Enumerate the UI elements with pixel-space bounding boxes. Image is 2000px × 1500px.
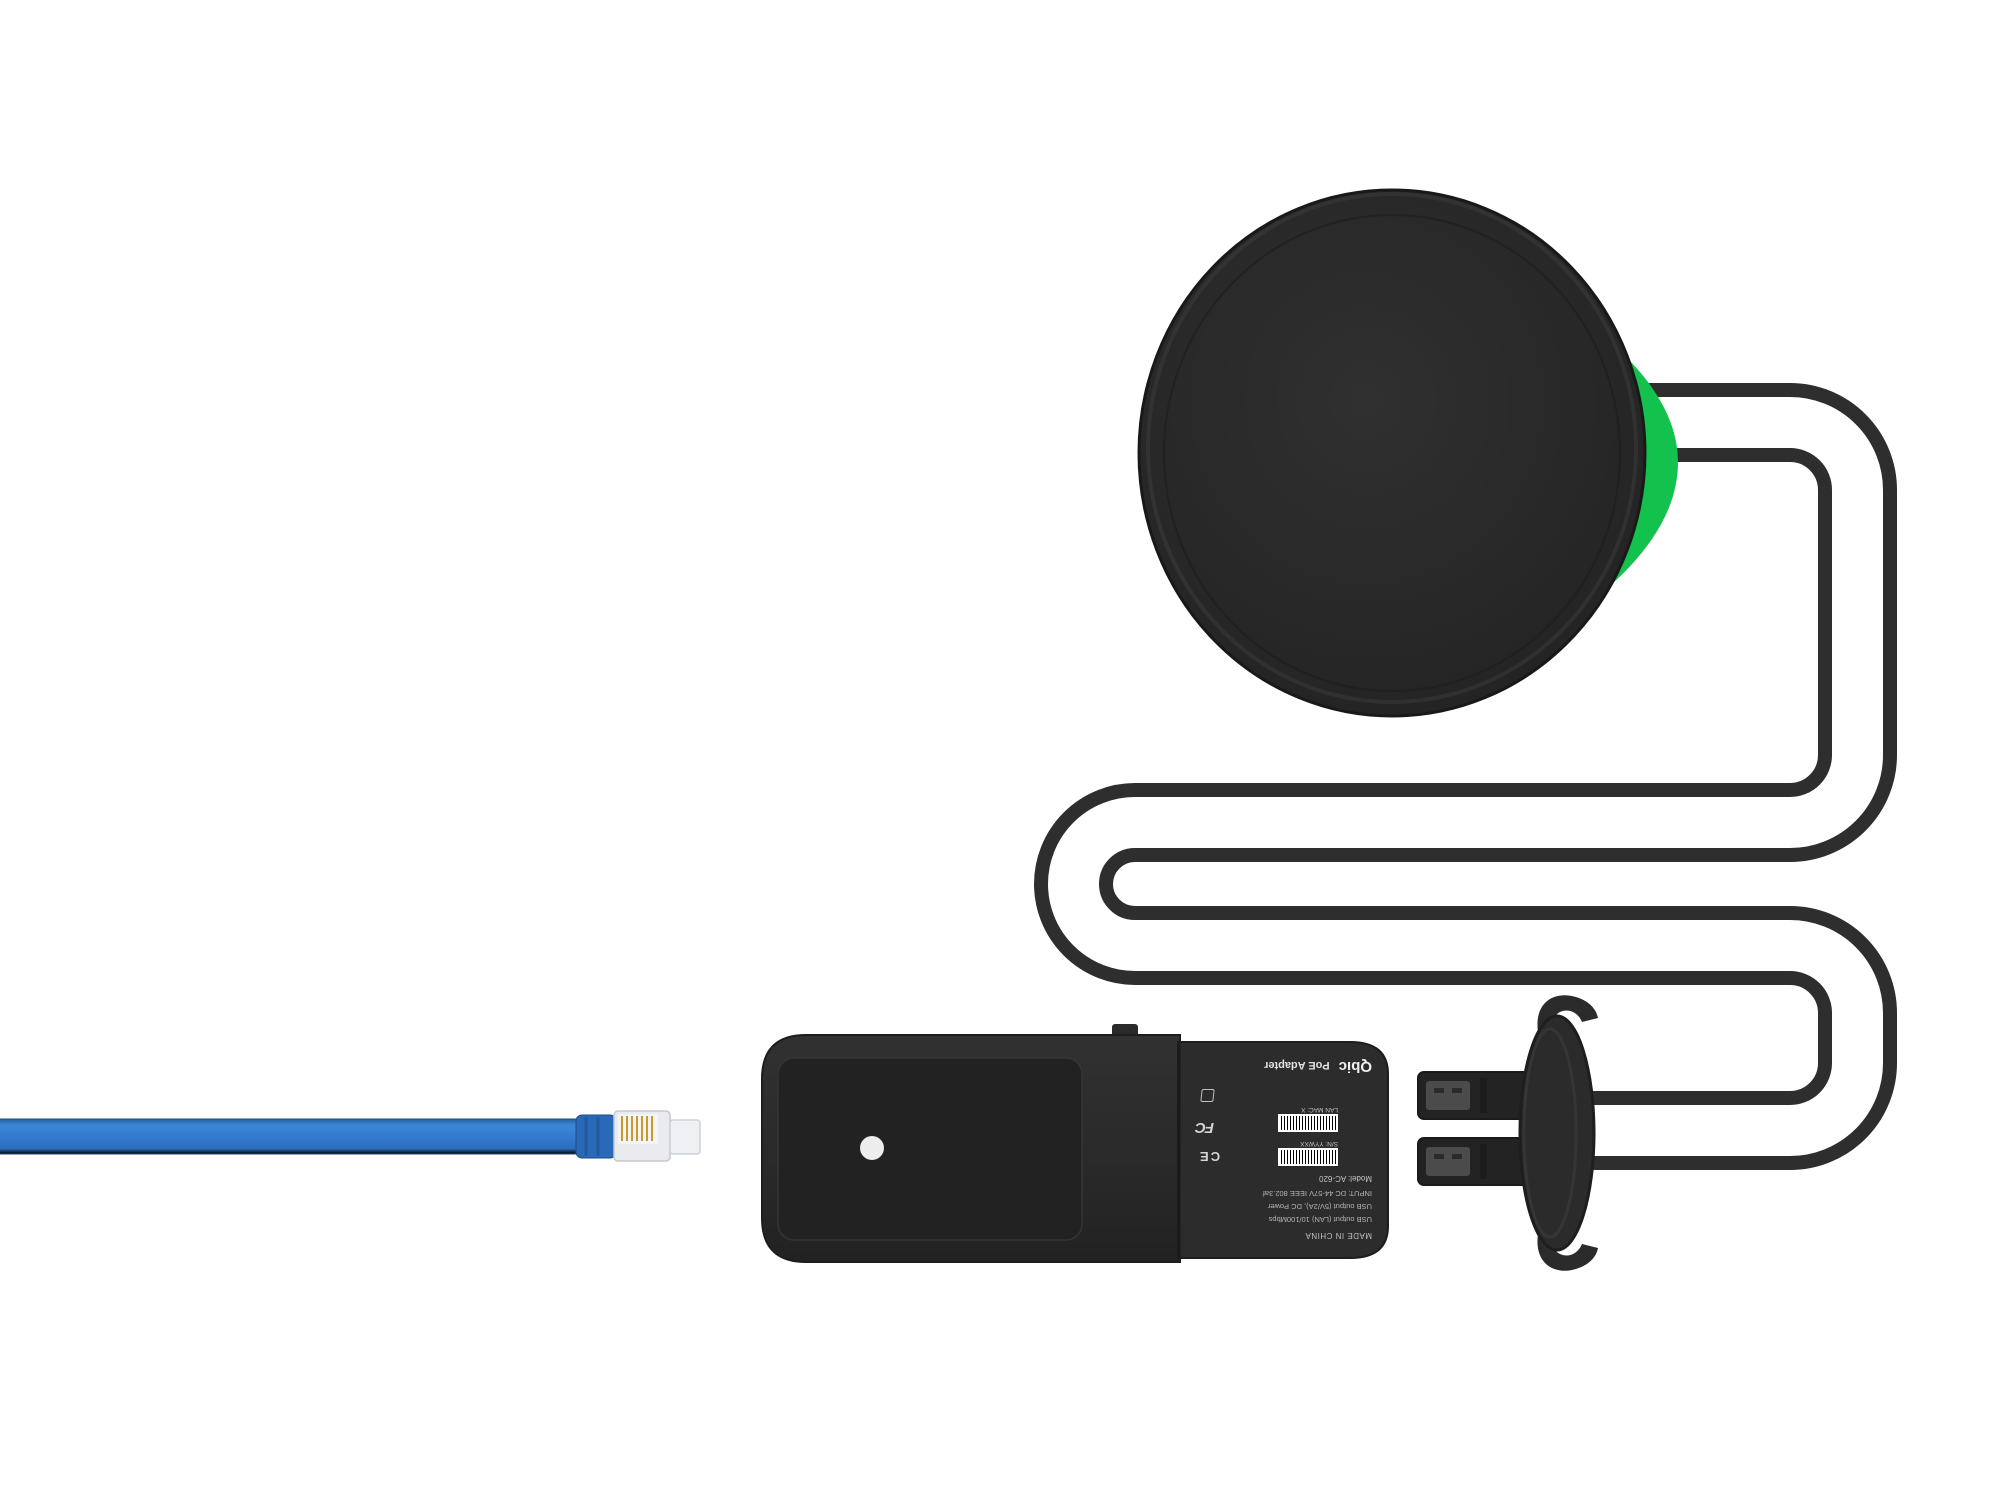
holder-disc: [1518, 1014, 1596, 1252]
mac-barcode: [1278, 1114, 1338, 1132]
mac-block: LAN MAC: X: [1278, 1106, 1338, 1132]
device-top-seam: [1163, 214, 1621, 692]
usb-power-spec-text: USB output (5V/2A), DC Power: [1267, 1202, 1372, 1211]
serial-barcode: [1278, 1148, 1338, 1166]
model-text: Model: AC-620: [1319, 1174, 1372, 1183]
brand-row: Qbic PoE Adapter: [1264, 1058, 1372, 1075]
cable-boot: [575, 1114, 617, 1159]
rj45-pins: [621, 1116, 653, 1141]
product-name: PoE Adapter: [1264, 1059, 1330, 1071]
device-highlight: [1146, 192, 1638, 704]
fcc-mark: FC: [1196, 1119, 1214, 1136]
usb-plug-bottom: [1417, 1137, 1531, 1186]
mac-text: LAN MAC: X: [1301, 1106, 1338, 1113]
brand-logo: Qbic: [1338, 1058, 1372, 1075]
usb-plug-holder: [1417, 995, 1598, 1271]
adapter-label: MADE IN CHINA USB output (LAN) 10/100Mbp…: [1186, 1050, 1382, 1250]
usb-lan-spec-text: USB output (LAN) 10/100Mbps: [1268, 1215, 1372, 1224]
cert-mark-icon: [1200, 1089, 1215, 1102]
input-spec-text: INPUT: DC 44-57V IEEE 802.3af: [1262, 1189, 1372, 1198]
cable-run-inner: [1034, 448, 1832, 1105]
poe-adapter: [761, 1024, 1389, 1263]
device-accent-green: [1601, 334, 1678, 592]
serial-block: S/N: YYWXX: [1278, 1140, 1338, 1166]
power-data-cable: [1034, 383, 1897, 1170]
led-indicator: [860, 1136, 884, 1160]
rj45-tip: [669, 1119, 701, 1155]
ce-mark: CE: [1198, 1149, 1221, 1164]
usb-plug-top: [1417, 1071, 1531, 1120]
serial-text: S/N: YYWXX: [1300, 1140, 1338, 1147]
adapter-slot: [777, 1057, 1083, 1241]
ethernet-cable-flat: [0, 1118, 585, 1155]
wireless-device-disc: [1137, 188, 1647, 718]
ethernet-cable: [0, 1110, 701, 1162]
rj45-connector: [613, 1110, 701, 1162]
made-in-text: MADE IN CHINA: [1305, 1231, 1372, 1240]
holder-disc-edge: [1522, 1027, 1578, 1239]
cable-run-outer: [1099, 383, 1897, 1170]
